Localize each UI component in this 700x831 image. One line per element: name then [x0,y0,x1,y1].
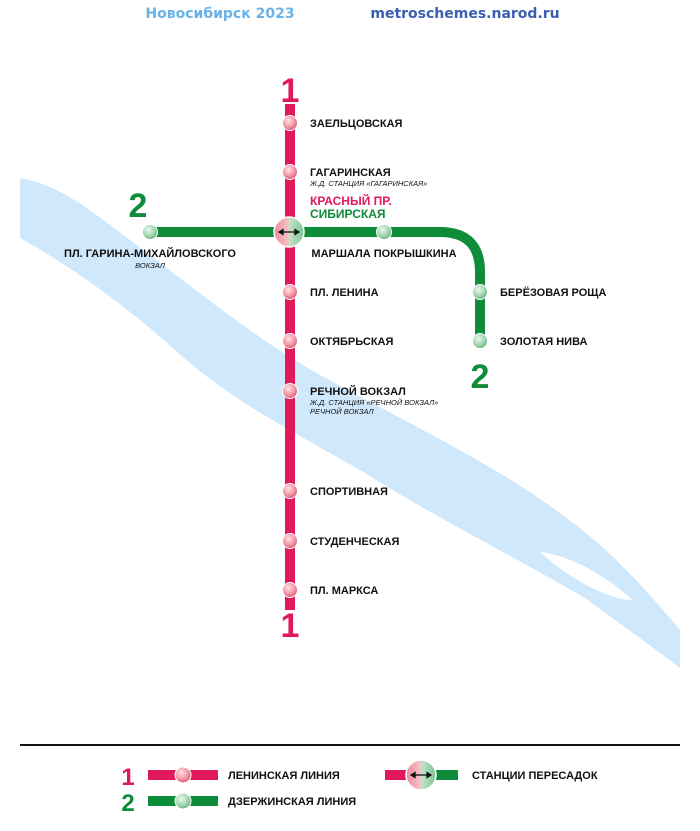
legend-line2: 2 ДЗЕРЖИНСКАЯ ЛИНИЯ [121,790,356,817]
svg-text:ВОКЗАЛ: ВОКЗАЛ [135,261,166,270]
svg-text:ОКТЯБРЬСКАЯ: ОКТЯБРЬСКАЯ [310,336,394,348]
legend-line1: 1 ЛЕНИНСКАЯ ЛИНИЯ [121,764,340,791]
svg-text:МАРШАЛА ПОКРЫШКИНА: МАРШАЛА ПОКРЫШКИНА [311,248,456,260]
line2-number-left: 2 [129,187,148,225]
svg-text:ЗАЕЛЬЦОВСКАЯ: ЗАЕЛЬЦОВСКАЯ [310,118,403,130]
station-oktyabrskaya[interactable]: ОКТЯБРЬСКАЯ [282,333,394,349]
svg-text:СТУДЕНЧЕСКАЯ: СТУДЕНЧЕСКАЯ [310,536,399,548]
station-studencheskaya[interactable]: СТУДЕНЧЕСКАЯ [282,533,400,549]
line1-number-bottom: 1 [281,607,300,645]
station-pl-marksa[interactable]: ПЛ. МАРКСА [282,582,379,598]
station-gagarinskaya[interactable]: ГАГАРИНСКАЯ Ж.Д. СТАНЦИЯ «ГАГАРИНСКАЯ» [282,164,428,189]
svg-text:БЕРЁЗОВАЯ РОЩА: БЕРЁЗОВАЯ РОЩА [500,286,607,299]
header-site: metroschemes.narod.ru [370,6,559,22]
station-pl-garina-mikhaylovskogo[interactable]: ПЛ. ГАРИНА-МИХАЙЛОВСКОГО ВОКЗАЛ [64,224,236,271]
svg-text:ПЛ. ЛЕНИНА: ПЛ. ЛЕНИНА [310,287,379,299]
svg-text:2: 2 [121,790,134,817]
svg-text:1: 1 [121,764,134,791]
line2-track [150,227,485,342]
header-city-year: Новосибирск 2023 [145,6,294,22]
svg-text:ПЛ. ГАРИНА-МИХАЙЛОВСКОГО: ПЛ. ГАРИНА-МИХАЙЛОВСКОГО [64,247,236,260]
transfer-arrow-icon [277,228,301,236]
svg-text:КРАСНЫЙ ПР.: КРАСНЫЙ ПР. [310,193,392,208]
svg-text:ПЛ. МАРКСА: ПЛ. МАРКСА [310,585,378,597]
legend-transfer: СТАНЦИИ ПЕРЕСАДОК [385,759,598,791]
station-rechnoy-vokzal[interactable]: РЕЧНОЙ ВОКЗАЛ Ж.Д. СТАНЦИЯ «РЕЧНОЙ ВОКЗА… [282,383,439,417]
svg-text:РЕЧНОЙ ВОКЗАЛ: РЕЧНОЙ ВОКЗАЛ [310,385,406,398]
river [20,178,680,668]
line2-number-right: 2 [471,358,490,396]
legend-transfer-arrow-icon [409,771,433,779]
svg-text:ЛЕНИНСКАЯ ЛИНИЯ: ЛЕНИНСКАЯ ЛИНИЯ [228,770,340,782]
station-zaeltsovskaya[interactable]: ЗАЕЛЬЦОВСКАЯ [282,115,403,131]
station-zolotaya-niva[interactable]: ЗОЛОТАЯ НИВА [472,333,588,349]
svg-text:СПОРТИВНАЯ: СПОРТИВНАЯ [310,486,388,498]
station-pl-lenina[interactable]: ПЛ. ЛЕНИНА [282,284,379,300]
station-marshala-pokryshkina[interactable]: МАРШАЛА ПОКРЫШКИНА [311,224,457,261]
svg-text:СТАНЦИИ ПЕРЕСАДОК: СТАНЦИИ ПЕРЕСАДОК [472,770,598,782]
svg-text:ЗОЛОТАЯ НИВА: ЗОЛОТАЯ НИВА [500,336,587,348]
svg-text:ДЗЕРЖИНСКАЯ ЛИНИЯ: ДЗЕРЖИНСКАЯ ЛИНИЯ [228,796,356,808]
svg-text:Ж.Д. СТАНЦИЯ «ГАГАРИНСКАЯ»: Ж.Д. СТАНЦИЯ «ГАГАРИНСКАЯ» [309,179,427,188]
svg-text:ГАГАРИНСКАЯ: ГАГАРИНСКАЯ [310,167,391,179]
transfer-krasny-pr-sibirskaya[interactable]: КРАСНЫЙ ПР. СИБИРСКАЯ [273,193,392,248]
svg-text:Ж.Д. СТАНЦИЯ «РЕЧНОЙ ВОКЗАЛ»: Ж.Д. СТАНЦИЯ «РЕЧНОЙ ВОКЗАЛ» [309,398,438,407]
svg-text:РЕЧНОЙ ВОКЗАЛ: РЕЧНОЙ ВОКЗАЛ [310,407,374,416]
svg-text:СИБИРСКАЯ: СИБИРСКАЯ [310,207,386,221]
station-sportivnaya[interactable]: СПОРТИВНАЯ [282,483,389,499]
line1-number-top: 1 [281,72,300,110]
river-island [540,552,632,600]
station-berezovaya-roshcha[interactable]: БЕРЁЗОВАЯ РОЩА [472,284,607,300]
